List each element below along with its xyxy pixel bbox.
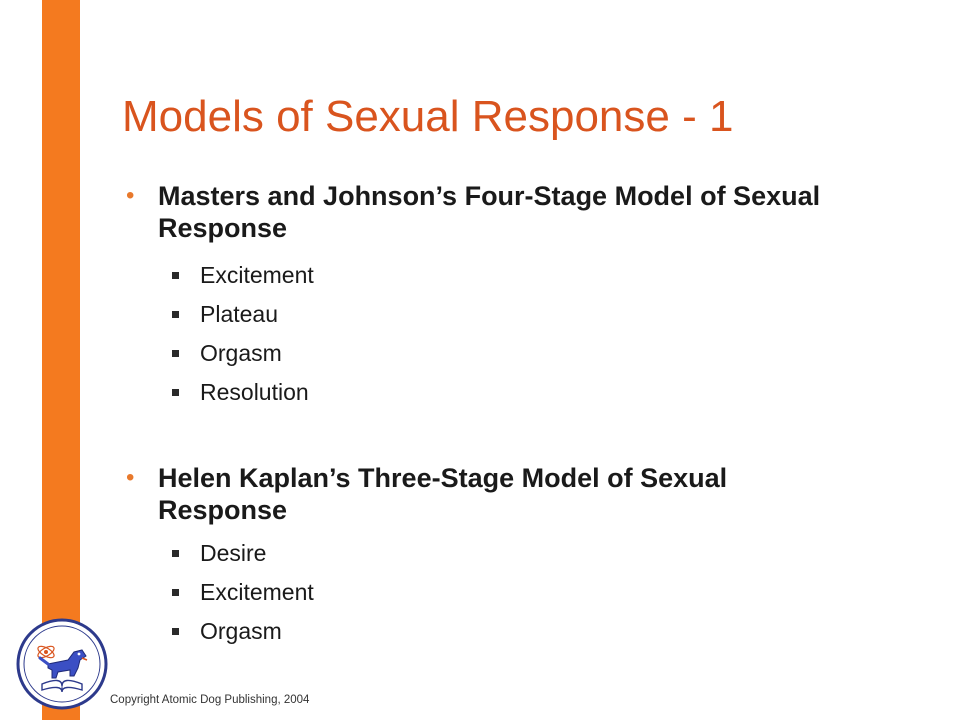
- bullet-heading-text: Helen Kaplan’s Three-Stage Model of Sexu…: [158, 463, 728, 525]
- sub-list: Desire Excitement Orgasm: [122, 534, 862, 651]
- square-bullet-icon: [172, 389, 179, 396]
- bullet-heading: • Helen Kaplan’s Three-Stage Model of Se…: [122, 462, 862, 526]
- square-bullet-icon: [172, 350, 179, 357]
- sub-item: Orgasm: [122, 612, 862, 651]
- sub-item: Plateau: [122, 295, 862, 334]
- sub-item-label: Plateau: [200, 301, 279, 327]
- sub-item-label: Resolution: [200, 379, 309, 405]
- sub-item: Orgasm: [122, 334, 862, 373]
- sub-item-label: Excitement: [200, 579, 314, 605]
- bullet-heading: • Masters and Johnson’s Four-Stage Model…: [122, 180, 862, 244]
- slide-title: Models of Sexual Response - 1: [122, 92, 734, 141]
- atomic-dog-logo-icon: [16, 618, 108, 710]
- sub-item: Desire: [122, 534, 862, 573]
- sub-item: Resolution: [122, 373, 862, 412]
- bullet-dot-icon: •: [126, 464, 135, 491]
- sub-item: Excitement: [122, 256, 862, 295]
- square-bullet-icon: [172, 550, 179, 557]
- square-bullet-icon: [172, 589, 179, 596]
- bullet-section-2: • Helen Kaplan’s Three-Stage Model of Se…: [122, 462, 862, 651]
- square-bullet-icon: [172, 628, 179, 635]
- bullet-dot-icon: •: [126, 182, 135, 209]
- sub-item-label: Orgasm: [200, 340, 282, 366]
- square-bullet-icon: [172, 272, 179, 279]
- copyright-text: Copyright Atomic Dog Publishing, 2004: [110, 694, 310, 706]
- sub-list: Excitement Plateau Orgasm Resolution: [122, 256, 862, 412]
- sub-item: Excitement: [122, 573, 862, 612]
- bullet-section-1: • Masters and Johnson’s Four-Stage Model…: [122, 180, 862, 412]
- bullet-heading-text: Masters and Johnson’s Four-Stage Model o…: [158, 181, 821, 243]
- sub-item-label: Desire: [200, 540, 267, 566]
- sub-item-label: Orgasm: [200, 618, 282, 644]
- sub-item-label: Excitement: [200, 262, 314, 288]
- square-bullet-icon: [172, 311, 179, 318]
- accent-bar: [42, 0, 80, 720]
